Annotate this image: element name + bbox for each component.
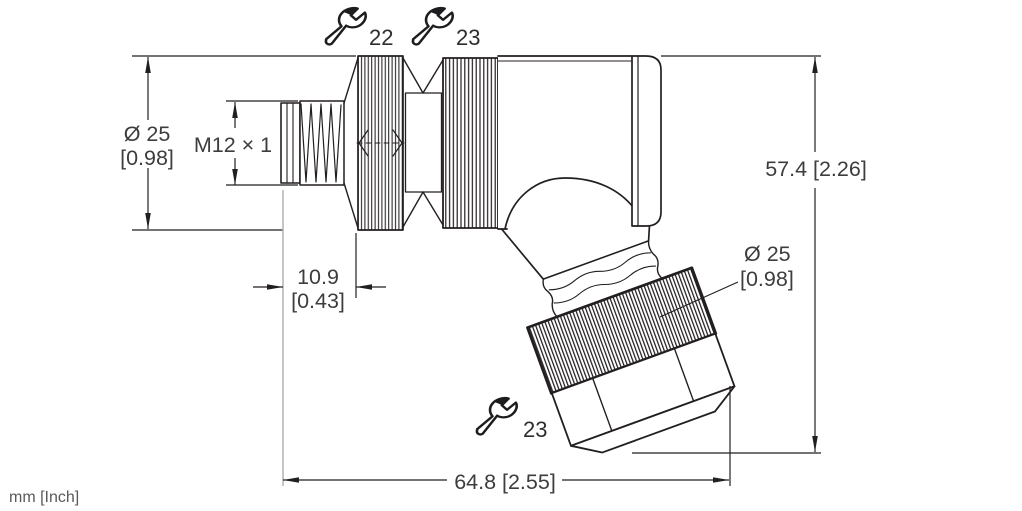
right-diameter-mm-label: Ø 25	[744, 242, 791, 266]
overall-length-label: 64.8 [2.55]	[454, 470, 556, 494]
overall-height-label: 57.4 [2.26]	[765, 157, 867, 181]
units-note: mm [Inch]	[9, 489, 79, 506]
wrench-icon-23-top	[411, 6, 454, 46]
wrench-icon-23-bottom	[475, 396, 518, 436]
thread-size-label: M12 × 1	[194, 133, 272, 157]
m12-thread	[299, 57, 359, 229]
connector-horizontal-body	[280, 55, 662, 231]
knurled-hex-ring	[356, 55, 405, 231]
thread-collar	[280, 102, 301, 184]
end-cap	[631, 55, 662, 227]
wrench-icon-22	[324, 6, 367, 46]
wrench-size-22-label: 22	[369, 25, 393, 50]
connector-angled-body	[497, 167, 736, 454]
right-diameter-inch-label: [0.98]	[740, 267, 794, 291]
barrel	[497, 55, 633, 230]
coupling-ring	[442, 57, 499, 229]
ring-gap-neck	[402, 57, 444, 228]
wrench-size-23-bottom-label: 23	[523, 417, 547, 442]
wrench-size-23-top-label: 23	[456, 25, 480, 50]
elbow-curve	[504, 177, 634, 230]
left-diameter-inch-label: [0.98]	[120, 146, 174, 170]
dimension-arrowheads	[145, 57, 818, 483]
hex-offset-inch-label: [0.43]	[291, 289, 345, 313]
left-diameter-mm-label: Ø 25	[124, 122, 171, 146]
dimension-lines	[132, 55, 821, 486]
hex-offset-mm-label: 10.9	[297, 265, 339, 289]
gland-chamfer	[570, 385, 736, 454]
